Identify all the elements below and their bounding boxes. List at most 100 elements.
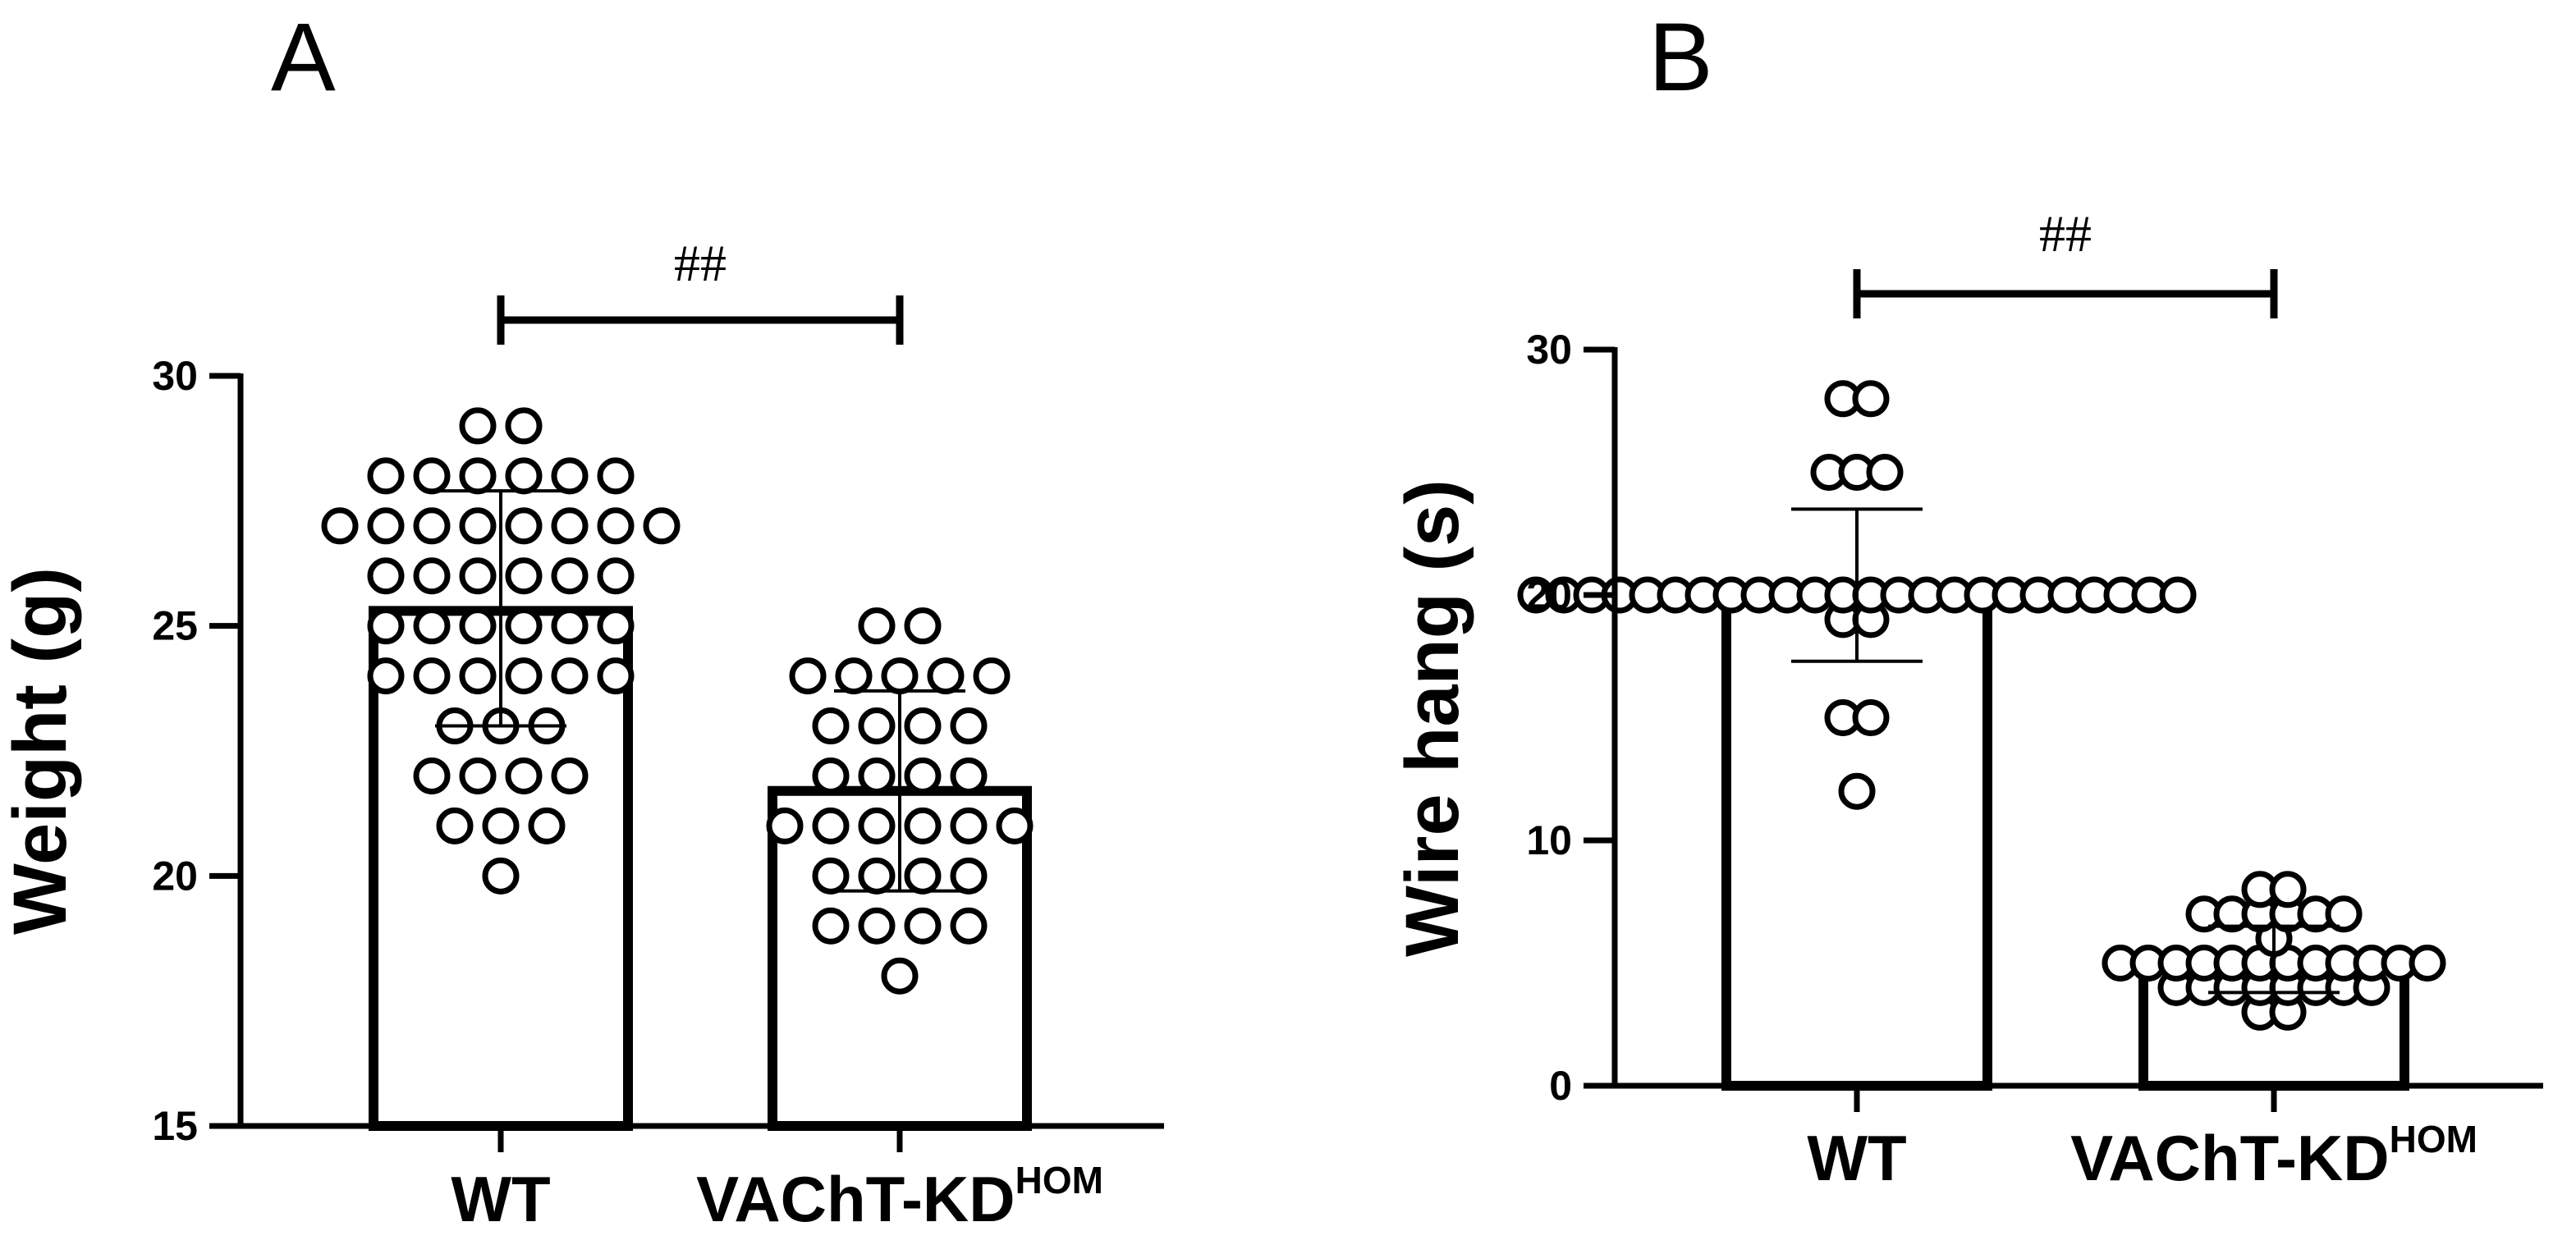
data-point bbox=[505, 457, 543, 495]
data-point bbox=[2269, 871, 2307, 908]
data-point bbox=[482, 857, 520, 895]
data-point bbox=[812, 707, 850, 745]
data-point bbox=[413, 607, 451, 645]
data-point bbox=[597, 657, 635, 695]
data-point bbox=[413, 557, 451, 595]
y-tick-label: 0 bbox=[1549, 1063, 1572, 1109]
data-point bbox=[436, 807, 474, 844]
y-tick-label: 10 bbox=[1526, 817, 1572, 863]
data-point bbox=[1852, 380, 1890, 418]
data-point bbox=[321, 507, 359, 545]
data-point bbox=[904, 907, 942, 945]
y-tick-label: 30 bbox=[152, 353, 198, 399]
data-point bbox=[459, 657, 497, 695]
data-point bbox=[2409, 945, 2446, 982]
data-point bbox=[505, 507, 543, 545]
data-point bbox=[505, 657, 543, 695]
data-point bbox=[1852, 699, 1890, 736]
panel-letter: B bbox=[1648, 3, 1713, 112]
data-point bbox=[551, 757, 589, 794]
y-axis-label: Weight (g) bbox=[0, 567, 82, 935]
data-point bbox=[367, 657, 405, 695]
x-tick-label: VAChT-KDHOM bbox=[696, 1159, 1103, 1235]
data-point bbox=[413, 457, 451, 495]
data-point bbox=[459, 407, 497, 445]
data-point bbox=[858, 757, 896, 794]
y-tick-label: 20 bbox=[1526, 572, 1572, 618]
data-point bbox=[835, 657, 873, 695]
x-tick-label-superscript: HOM bbox=[2390, 1118, 2477, 1160]
data-point bbox=[812, 857, 850, 895]
data-point bbox=[551, 557, 589, 595]
data-point bbox=[459, 757, 497, 794]
data-point bbox=[551, 607, 589, 645]
data-point bbox=[904, 857, 942, 895]
data-point bbox=[858, 607, 896, 645]
data-point bbox=[367, 607, 405, 645]
y-axis-label: Wire hang (s) bbox=[1391, 479, 1474, 957]
x-tick-label-main: VAChT-KD bbox=[2070, 1122, 2390, 1194]
data-point bbox=[950, 757, 988, 794]
data-point bbox=[927, 657, 965, 695]
data-point bbox=[2325, 895, 2363, 933]
data-point bbox=[812, 807, 850, 844]
data-point bbox=[812, 757, 850, 794]
data-point bbox=[1866, 454, 1904, 491]
data-point bbox=[505, 757, 543, 794]
data-point bbox=[858, 807, 896, 844]
data-point bbox=[597, 507, 635, 545]
x-tick-label-main: WT bbox=[451, 1163, 550, 1235]
data-point bbox=[643, 507, 681, 545]
data-point bbox=[881, 957, 919, 995]
data-point bbox=[459, 557, 497, 595]
x-tick-label: WT bbox=[451, 1163, 550, 1235]
data-point bbox=[413, 657, 451, 695]
x-tick-label: VAChT-KDHOM bbox=[2070, 1118, 2477, 1194]
x-tick-label-main: WT bbox=[1807, 1122, 1906, 1194]
data-point bbox=[950, 907, 988, 945]
x-tick-label-main: VAChT-KD bbox=[696, 1163, 1015, 1235]
data-point bbox=[858, 907, 896, 945]
data-point bbox=[996, 807, 1034, 844]
panel-letter: A bbox=[271, 3, 336, 112]
data-point bbox=[881, 657, 919, 695]
data-point bbox=[367, 557, 405, 595]
y-tick-label: 20 bbox=[152, 853, 198, 899]
bar bbox=[1721, 590, 1992, 1091]
data-point bbox=[367, 457, 405, 495]
y-tick-label: 25 bbox=[152, 603, 198, 649]
data-point bbox=[505, 607, 543, 645]
data-point bbox=[950, 807, 988, 844]
x-tick-label-superscript: HOM bbox=[1015, 1159, 1103, 1201]
data-point bbox=[766, 807, 804, 844]
data-point bbox=[482, 807, 520, 844]
data-point bbox=[459, 457, 497, 495]
data-point bbox=[505, 407, 543, 445]
x-tick-label: WT bbox=[1807, 1122, 1906, 1194]
data-point bbox=[551, 507, 589, 545]
data-point bbox=[505, 557, 543, 595]
data-point bbox=[597, 457, 635, 495]
data-point bbox=[789, 657, 827, 695]
significance-label: ## bbox=[674, 234, 727, 292]
data-point bbox=[904, 807, 942, 844]
data-point bbox=[551, 457, 589, 495]
data-point bbox=[904, 607, 942, 645]
data-point bbox=[597, 607, 635, 645]
data-point bbox=[1838, 772, 1876, 810]
data-point bbox=[858, 707, 896, 745]
data-point bbox=[367, 507, 405, 545]
data-point bbox=[950, 707, 988, 745]
significance-label: ## bbox=[2039, 204, 2092, 263]
data-point bbox=[904, 757, 942, 794]
data-point bbox=[413, 507, 451, 545]
data-point bbox=[2159, 576, 2197, 614]
data-point bbox=[904, 707, 942, 745]
data-point bbox=[597, 557, 635, 595]
data-point bbox=[528, 807, 566, 844]
y-tick-label: 15 bbox=[152, 1103, 198, 1149]
data-point bbox=[413, 757, 451, 794]
